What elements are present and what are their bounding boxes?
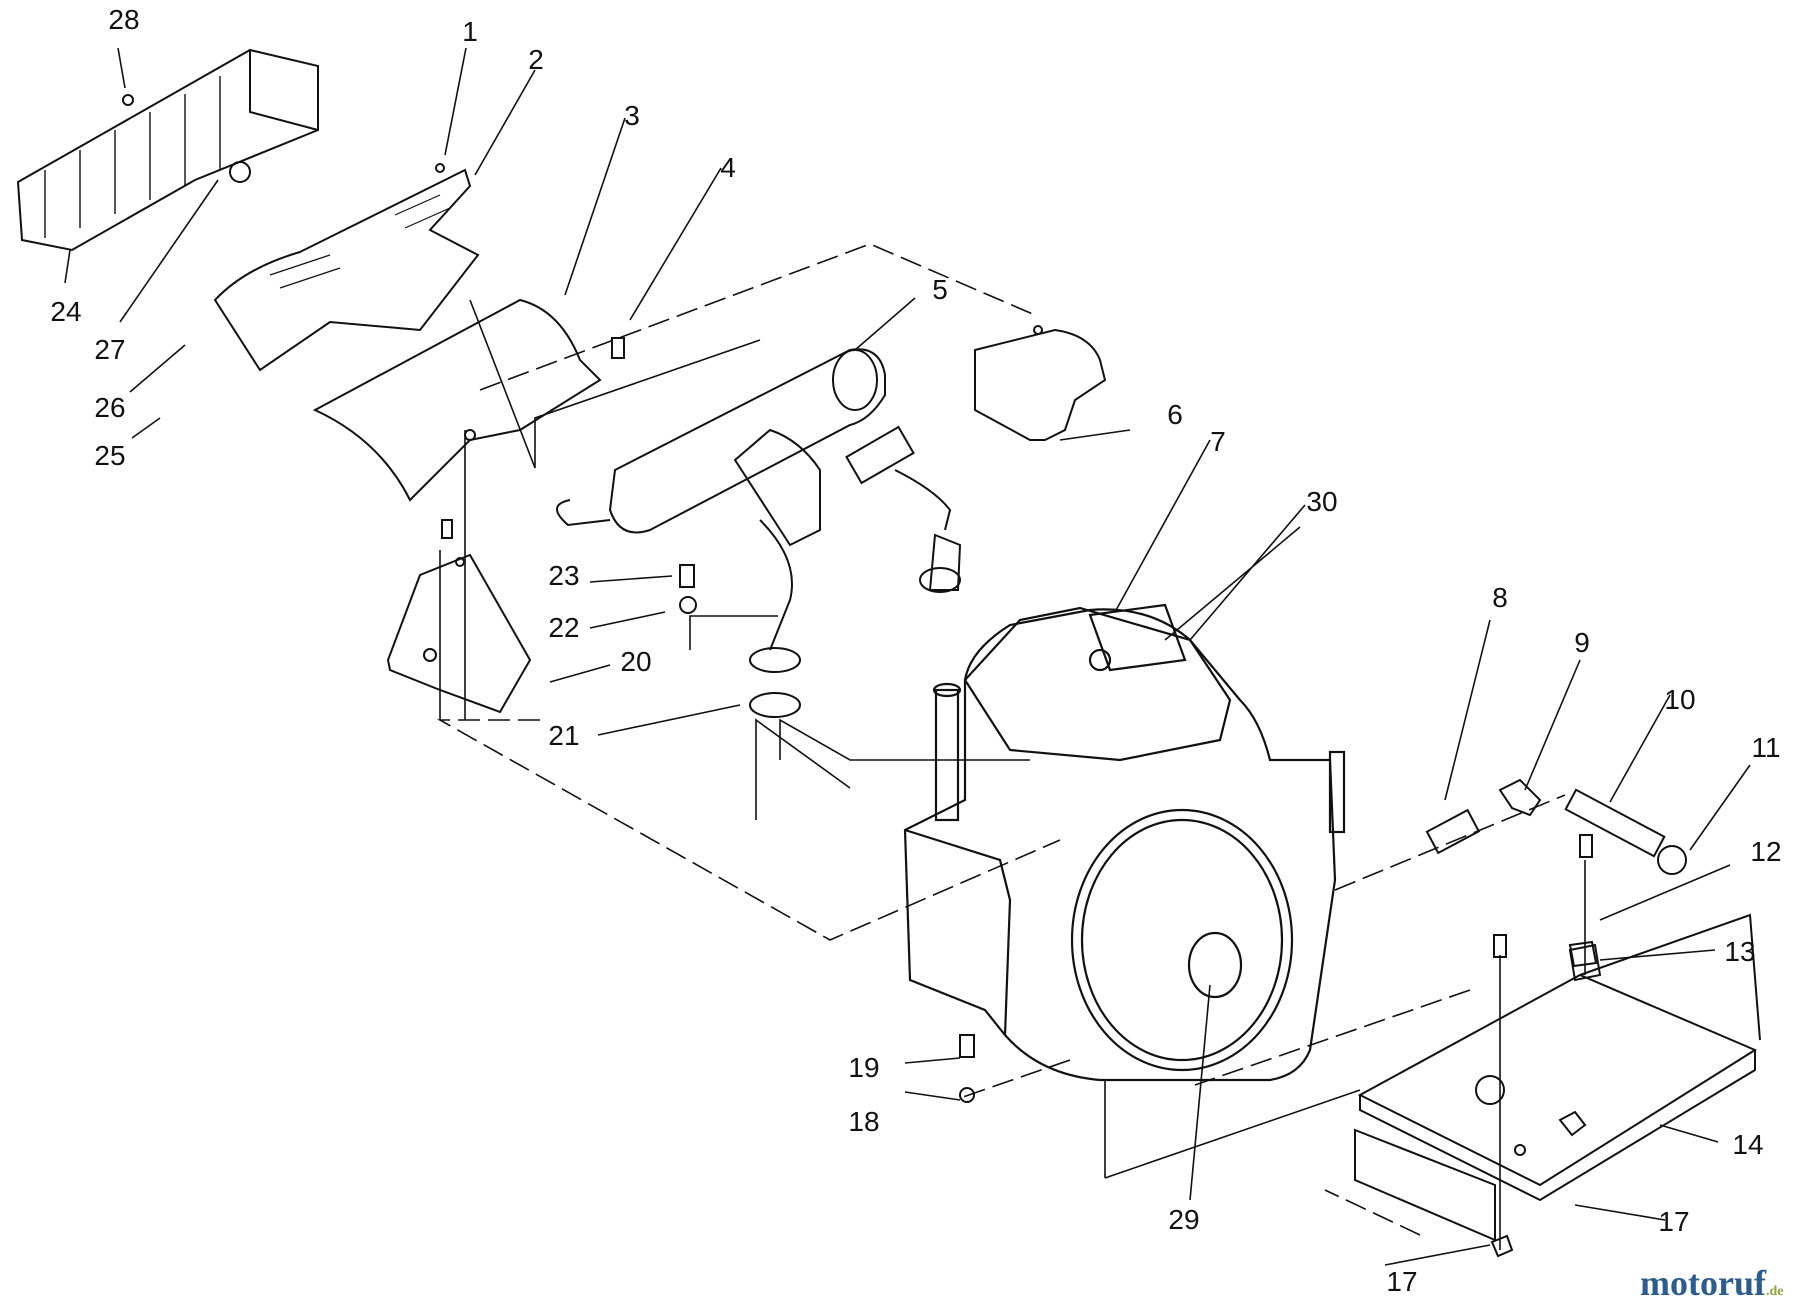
callout-18: 18 [848,1106,880,1137]
callout-25: 25 [94,440,126,471]
callout-9: 9 [1574,627,1590,658]
callout-5: 5 [932,274,948,305]
callout-13: 13 [1724,936,1756,967]
callout-3: 3 [624,100,640,131]
callout-1: 1 [462,16,478,47]
callout-leaders [64,47,1751,1266]
shroud-cover [974,325,1107,441]
callout-26: 26 [94,392,126,423]
mounting-plate [1354,834,1761,1258]
callout-27: 27 [94,334,126,365]
watermark-text: motoruf [1640,1263,1766,1303]
callout-22: 22 [548,612,580,643]
callout-28: 28 [108,4,140,35]
callout-6: 6 [1167,399,1183,430]
callout-4: 4 [720,152,736,183]
callout-11: 11 [1751,732,1781,763]
engine [903,603,1346,1082]
callout-17-bottom: 17 [1386,1266,1418,1297]
grille-shield [16,48,319,252]
watermark-suffix: .de [1765,1284,1784,1299]
callout-23: 23 [548,560,580,591]
assembly-dashed-lines [436,243,1566,1236]
callout-24: 24 [50,296,82,327]
gaskets-fasteners [611,337,975,1103]
lower-shield [386,519,532,714]
callout-19: 19 [848,1052,880,1083]
callout-14: 14 [1732,1129,1764,1160]
muffler-shields [213,163,602,502]
guide-lines [439,299,1586,1250]
callout-12: 12 [1750,836,1782,867]
muffler [556,348,962,651]
callout-20: 20 [620,646,652,677]
callout-17-top: 17 [1658,1206,1690,1237]
oil-drain-fittings [1425,778,1687,875]
callout-10: 10 [1664,684,1696,715]
callout-2: 2 [528,44,544,75]
callout-21: 21 [548,720,580,751]
callout-30: 30 [1306,486,1338,517]
callout-7: 7 [1210,426,1226,457]
watermark-logo: motoruf.de [1640,1262,1783,1304]
callout-29: 29 [1168,1204,1200,1235]
callout-8: 8 [1492,582,1508,613]
